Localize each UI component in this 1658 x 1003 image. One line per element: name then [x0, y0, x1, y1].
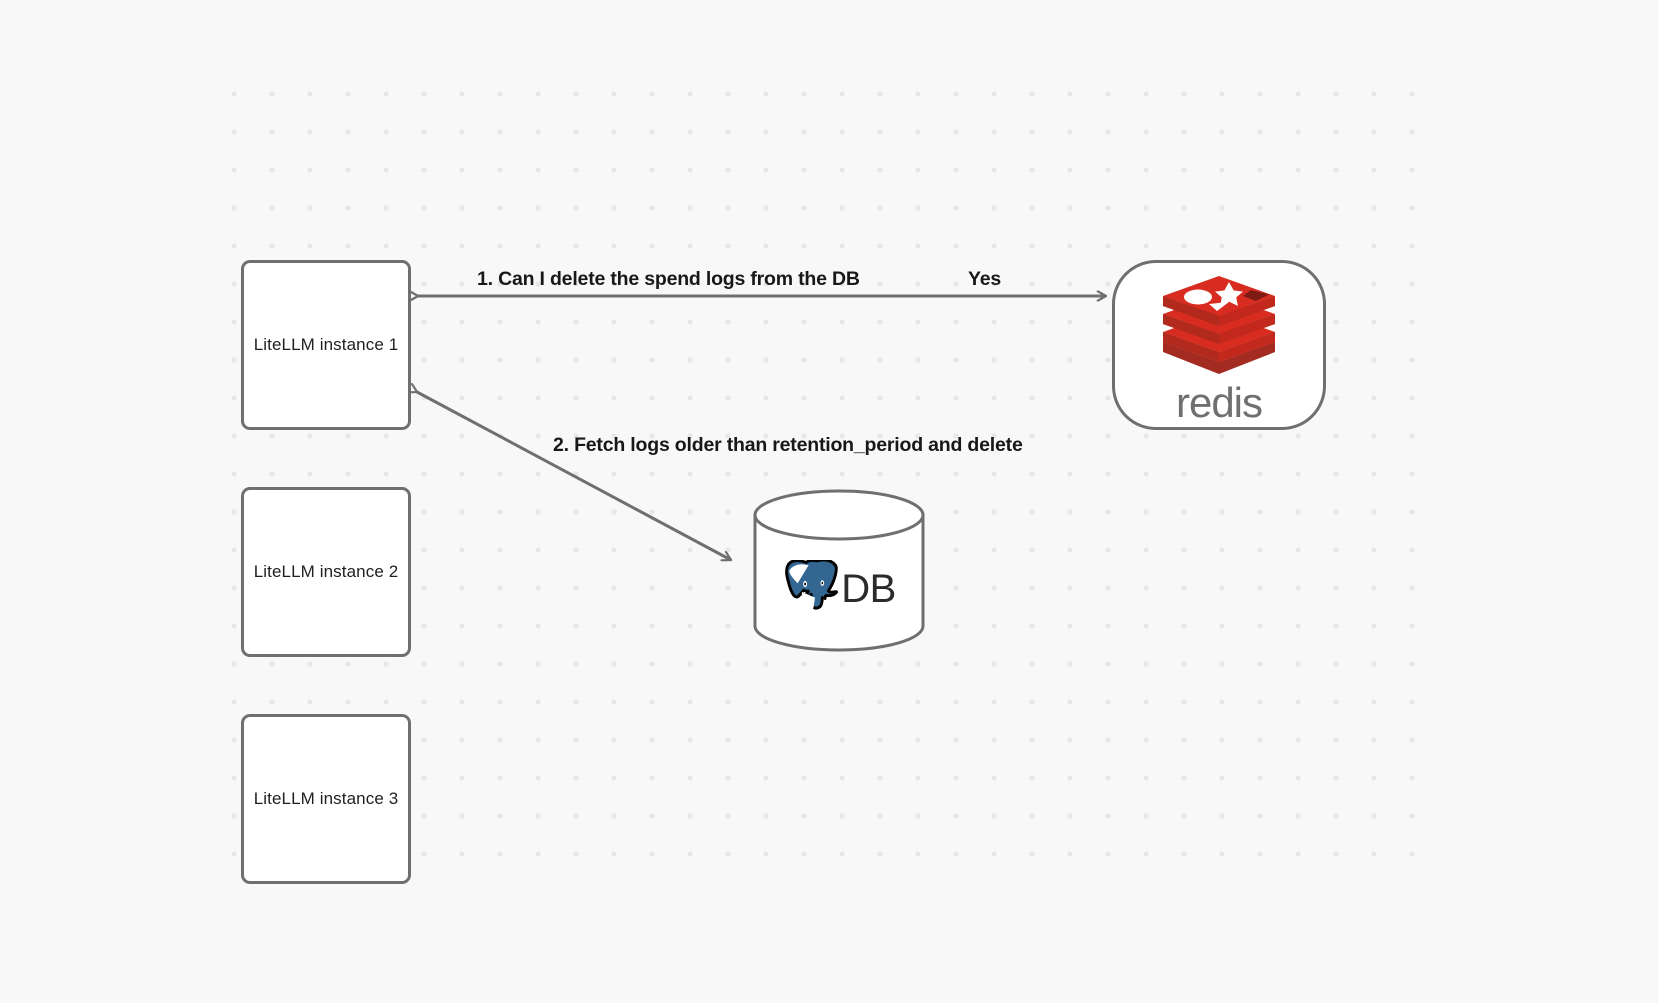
- edge-label-step-2: 2. Fetch logs older than retention_perio…: [553, 434, 1023, 456]
- postgresql-elephant-icon: [785, 560, 839, 612]
- node-litellm-instance-1-label: LiteLLM instance 1: [253, 335, 399, 354]
- edge-instance1-db-line: [417, 392, 731, 560]
- database-label: DB: [841, 567, 896, 611]
- node-database[interactable]: DB: [752, 489, 926, 652]
- database-logo-group: DB: [752, 553, 926, 625]
- edge-instance1-db[interactable]: [417, 392, 731, 560]
- edge-label-step-1: 1. Can I delete the spend logs from the …: [477, 268, 860, 290]
- node-litellm-instance-2-label: LiteLLM instance 2: [253, 562, 399, 581]
- node-litellm-instance-3-label: LiteLLM instance 3: [253, 789, 399, 808]
- node-litellm-instance-3[interactable]: LiteLLM instance 3: [241, 714, 411, 884]
- node-redis[interactable]: redis: [1112, 260, 1326, 430]
- redis-logo-icon: [1163, 276, 1275, 374]
- redis-wordmark: redis: [1175, 379, 1263, 426]
- edge-label-yes: Yes: [968, 268, 1002, 290]
- node-litellm-instance-1[interactable]: LiteLLM instance 1: [241, 260, 411, 430]
- node-litellm-instance-2[interactable]: LiteLLM instance 2: [241, 487, 411, 657]
- cylinder-shape: [753, 489, 925, 652]
